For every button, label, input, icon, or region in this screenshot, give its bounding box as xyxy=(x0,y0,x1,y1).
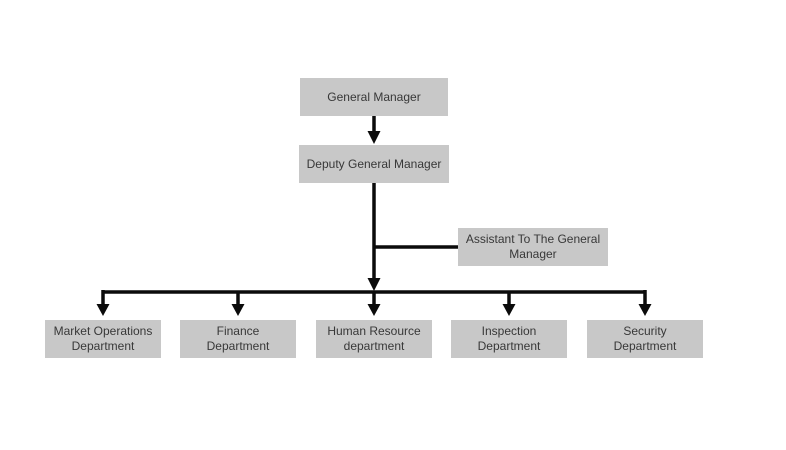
arrow-to-inspection xyxy=(502,292,516,316)
node-label: Security Department xyxy=(613,324,677,353)
node-deputy-general-manager: Deputy General Manager xyxy=(299,145,449,183)
arrow-deputy-to-spanner xyxy=(367,183,381,291)
arrow-to-human-resource xyxy=(367,292,381,316)
node-general-manager: General Manager xyxy=(300,78,448,116)
node-label: Inspection Department xyxy=(477,324,541,353)
node-inspection-department: Inspection Department xyxy=(451,320,567,358)
node-label: General Manager xyxy=(327,89,421,104)
node-human-resource-department: Human Resource department xyxy=(316,320,432,358)
node-security-department: Security Department xyxy=(587,320,703,358)
arrow-to-market-operations xyxy=(96,290,110,316)
arrow-gm-to-deputy xyxy=(367,116,381,144)
node-market-operations-department: Market Operations Department xyxy=(45,320,161,358)
node-assistant-to-general-manager: Assistant To The General Manager xyxy=(458,228,608,266)
node-finance-department: Finance Department xyxy=(180,320,296,358)
node-label: Assistant To The General Manager xyxy=(465,232,601,261)
node-label: Deputy General Manager xyxy=(306,156,442,171)
arrow-to-security xyxy=(638,290,652,316)
node-label: Finance Department xyxy=(206,324,270,353)
node-label: Human Resource department xyxy=(327,324,421,353)
arrow-to-finance xyxy=(231,292,245,316)
node-label: Market Operations Department xyxy=(53,324,153,353)
